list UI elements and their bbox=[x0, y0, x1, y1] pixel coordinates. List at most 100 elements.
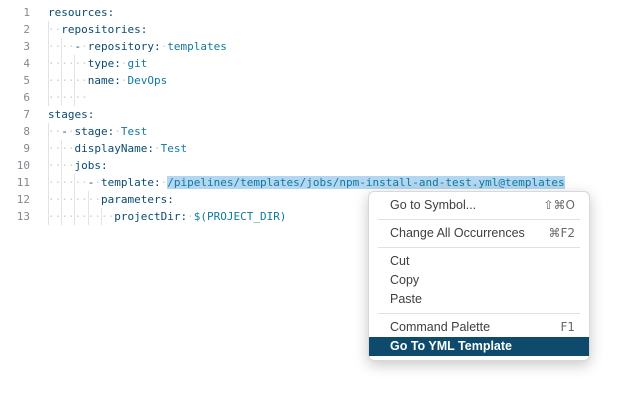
yaml-key: stage: bbox=[74, 125, 115, 138]
indent-guide bbox=[61, 208, 63, 225]
indent-guide bbox=[48, 157, 49, 174]
whitespace-dots: · bbox=[120, 57, 128, 70]
menu-item-label: Go To YML Template bbox=[390, 339, 513, 353]
code-line[interactable]: 5······name:·DevOps bbox=[0, 72, 565, 89]
menu-item-label: Command Palette bbox=[390, 320, 491, 334]
yaml-key: jobs: bbox=[74, 159, 108, 172]
code-line[interactable]: 1 resources: bbox=[0, 4, 565, 21]
menu-divider bbox=[378, 313, 580, 314]
code-line[interactable]: 10 ····jobs: bbox=[0, 157, 565, 174]
code-line[interactable]: 6······ bbox=[0, 89, 565, 106]
code-line-content: ····-·repository:·templates bbox=[48, 38, 227, 55]
line-number: 10 bbox=[16, 159, 30, 172]
yaml-key: - bbox=[74, 40, 82, 53]
indent-guide bbox=[74, 208, 76, 225]
code-line[interactable]: 11 ······-·template:·/pipelines/templates… bbox=[0, 174, 565, 191]
indent-guide bbox=[48, 208, 49, 225]
code-line-content: ······name:·DevOps bbox=[48, 72, 167, 89]
indent-guide bbox=[100, 208, 102, 225]
menu-item-command-palette[interactable]: Command Palette F1 bbox=[369, 318, 589, 337]
indent-guide bbox=[74, 55, 76, 72]
code-line-content: ······-·template:·/pipelines/templates/j… bbox=[48, 174, 565, 191]
yaml-key: displayName: bbox=[74, 142, 154, 155]
code-line-content: ····jobs: bbox=[48, 157, 108, 174]
indent-guide bbox=[48, 174, 49, 191]
yaml-key: repository: bbox=[87, 40, 161, 53]
indent-guide bbox=[61, 191, 63, 208]
indent-guide bbox=[61, 174, 63, 191]
code-line[interactable]: 2 ··repositories: bbox=[0, 21, 565, 38]
yaml-key: name: bbox=[87, 74, 121, 87]
menu-item-change-all-occurrences[interactable]: Change All Occurrences ⌘F2 bbox=[369, 224, 589, 243]
line-number: 13 bbox=[16, 210, 30, 223]
code-line-content: ··repositories: bbox=[48, 21, 147, 38]
selected-template-path[interactable]: /pipelines/templates/jobs/npm-install-an… bbox=[167, 176, 565, 189]
context-menu: Go to Symbol...⇧⌘O Change All Occurrences… bbox=[368, 191, 590, 361]
whitespace-dots: ······ bbox=[48, 91, 88, 104]
menu-item-shortcut: F1 bbox=[560, 320, 575, 334]
indent-guide bbox=[48, 89, 49, 106]
code-line-content: ······ bbox=[48, 89, 88, 106]
whitespace-dots: ·· bbox=[48, 23, 62, 36]
yaml-key: projectDir: bbox=[114, 210, 188, 223]
line-number: 7 bbox=[23, 108, 30, 121]
menu-item-cut[interactable]: Cut bbox=[369, 252, 589, 271]
yaml-key: repositories: bbox=[61, 23, 148, 36]
code-line[interactable]: 9 ····displayName:·Test bbox=[0, 140, 565, 157]
code-line[interactable]: 13··········projectDir:·$(PROJECT_DIR) bbox=[0, 208, 565, 225]
line-number: 8 bbox=[23, 125, 30, 138]
code-line-content: ····displayName:·Test bbox=[48, 140, 187, 157]
whitespace-dots: · bbox=[67, 125, 75, 138]
menu-divider bbox=[378, 219, 580, 220]
code-line[interactable]: 4 ······type:·git bbox=[0, 55, 565, 72]
indent-guide bbox=[61, 38, 63, 55]
yaml-key: template: bbox=[101, 176, 161, 189]
line-number: 1 bbox=[23, 6, 30, 19]
menu-item-shortcut: ⌘F2 bbox=[548, 226, 575, 240]
whitespace-dots: · bbox=[81, 40, 88, 53]
indent-guide bbox=[87, 191, 89, 208]
code-line[interactable]: 8··-·stage:·Test bbox=[0, 123, 565, 140]
menu-item-go-to-symbol[interactable]: Go to Symbol...⇧⌘O bbox=[369, 196, 589, 215]
whitespace-dots: · bbox=[187, 210, 194, 223]
code-line-content: ······type:·git bbox=[48, 55, 147, 72]
line-number: 12 bbox=[16, 193, 30, 206]
menu-item-shortcut: ⇧⌘O bbox=[543, 198, 576, 212]
indent-guide bbox=[61, 55, 63, 72]
menu-item-go-to-yml-template[interactable]: Go To YML Template bbox=[369, 337, 589, 356]
whitespace-dots: ·· bbox=[48, 125, 62, 138]
whitespace-dots: ······ bbox=[48, 57, 88, 70]
whitespace-dots: · bbox=[160, 40, 168, 53]
indent-guide bbox=[61, 89, 63, 106]
yaml-code-editor[interactable]: 1resources:2··repositories:3····-·reposi… bbox=[0, 4, 565, 225]
indent-guide bbox=[61, 140, 63, 157]
indent-guide bbox=[61, 72, 63, 89]
menu-divider bbox=[378, 247, 580, 248]
line-number: 9 bbox=[23, 142, 30, 155]
code-line[interactable]: 7 stages: bbox=[0, 106, 565, 123]
code-line[interactable]: 12 ········parameters: bbox=[0, 191, 565, 208]
menu-item-copy[interactable]: Copy bbox=[369, 271, 589, 290]
yaml-key: type: bbox=[87, 57, 121, 70]
indent-guide bbox=[74, 191, 76, 208]
yaml-value: templates bbox=[167, 40, 227, 53]
whitespace-dots: · bbox=[160, 176, 168, 189]
indent-guide bbox=[87, 208, 89, 225]
menu-item-paste[interactable]: Paste bbox=[369, 290, 589, 309]
yaml-key: resources: bbox=[48, 6, 115, 19]
code-line[interactable]: 3····-·repository:·templates bbox=[0, 38, 565, 55]
code-line-content: ········parameters: bbox=[48, 191, 174, 208]
indent-guide bbox=[48, 72, 49, 89]
line-number: 4 bbox=[23, 57, 30, 70]
yaml-value: $(PROJECT_DIR) bbox=[193, 210, 287, 223]
indent-guide bbox=[48, 21, 49, 38]
indent-guide bbox=[48, 38, 49, 55]
indent-guide bbox=[74, 72, 76, 89]
yaml-key: stages: bbox=[48, 108, 95, 121]
whitespace-dots: · bbox=[153, 142, 161, 155]
whitespace-dots: ······ bbox=[48, 74, 88, 87]
menu-item-label: Change All Occurrences bbox=[390, 226, 525, 240]
whitespace-dots: · bbox=[120, 74, 128, 87]
line-number: 2 bbox=[23, 23, 30, 36]
line-number: 11 bbox=[16, 176, 30, 189]
